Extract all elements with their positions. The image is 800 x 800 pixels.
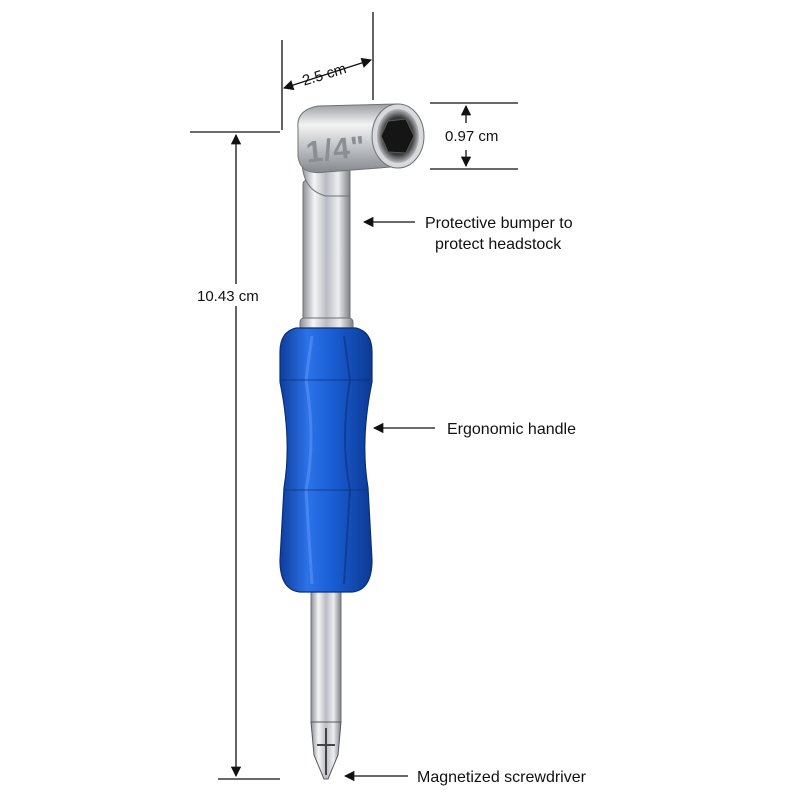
socket-marking: 1/4" [304,130,367,169]
opening-label: 0.97 cm [445,128,498,145]
ergonomic-handle [279,327,373,593]
width-label: 2.5 cm [300,60,348,89]
opening-dimension: 0.97 cm [430,102,518,170]
bumper-label-line1: Protective bumper to [425,215,573,232]
handle-callout: Ergonomic handle [372,421,576,438]
screwdriver-callout: Magnetized screwdriver [343,769,587,786]
length-dimension: 10.43 cm [190,131,280,780]
handle-label: Ergonomic handle [447,421,576,438]
chrome-shaft [302,179,351,336]
screwdriver-shaft [310,584,342,726]
length-label: 10.43 cm [197,288,259,305]
screwdriver-label: Magnetized screwdriver [417,769,587,786]
bumper-label-line2: protect headstock [435,236,562,253]
tool-illustration: 1/4" [279,103,425,780]
bumper-callout: Protective bumper to protect headstock [362,215,573,253]
